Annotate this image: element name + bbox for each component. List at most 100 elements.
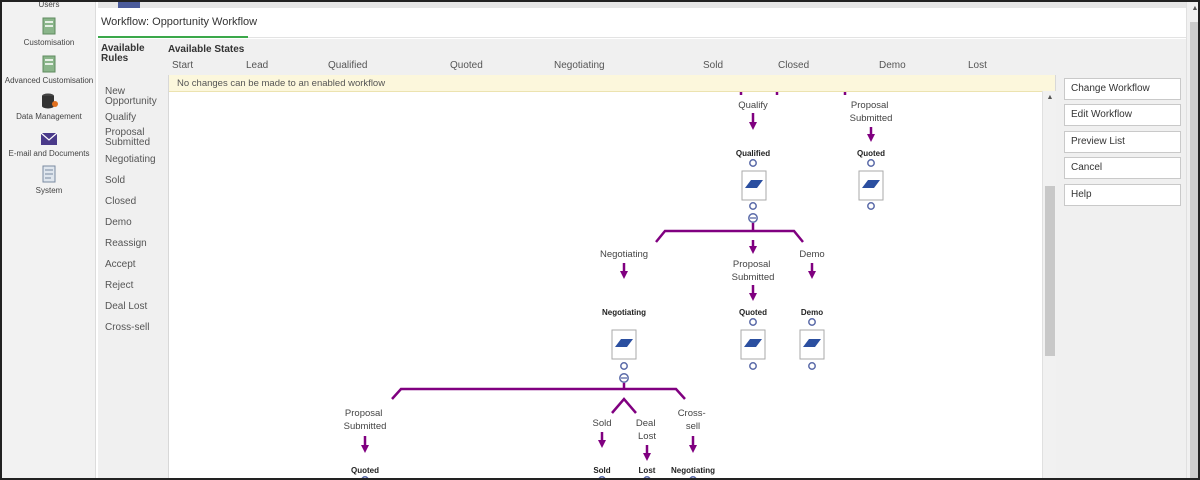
state-node-quoted[interactable]: Quoted [351, 466, 379, 475]
enabled-workflow-notice: No changes can be made to an enabled wor… [169, 75, 1055, 92]
rule-cross-sell[interactable]: Cross-sell [105, 323, 149, 333]
rule-proposal-submitted[interactable]: Proposal Submitted [105, 128, 150, 148]
rule-label: Cross-sell [105, 322, 150, 333]
state-node-demo[interactable]: Demo [801, 308, 823, 317]
page-scrollbar[interactable]: ▲ [1186, 2, 1199, 478]
rule-label: New [105, 86, 126, 97]
sidebar-item-data-management[interactable]: Data Management [2, 93, 96, 121]
advanced-customisation-icon [42, 55, 56, 73]
rule-node-demo[interactable]: Demo [799, 249, 824, 260]
customisation-icon [42, 17, 56, 35]
state-connector [808, 318, 816, 326]
workflow-diagram[interactable]: Qualify Qualified Proposal Submitted Quo… [168, 75, 1056, 478]
rule-accept[interactable]: Accept [105, 260, 136, 270]
scroll-up-arrow-icon[interactable]: ▲ [1046, 94, 1054, 101]
rule-label: Opportunity [105, 96, 157, 107]
rule-label: Submitted [105, 137, 151, 148]
rule-demo[interactable]: Demo [105, 218, 132, 228]
state-node-negotiating[interactable]: Negotiating [602, 308, 646, 317]
page-scroll-up-arrow-icon[interactable]: ▲ [1191, 5, 1199, 12]
branch-connector [655, 229, 804, 243]
state-demo[interactable]: Demo [879, 60, 906, 71]
admin-sidebar: Users Customisation Advanced Customisati… [2, 0, 96, 478]
state-icon [803, 339, 821, 347]
title-tab-underline [98, 36, 248, 38]
state-node-lost[interactable]: Lost [639, 466, 656, 475]
sidebar-item-email-documents[interactable]: E-mail and Documents [2, 132, 96, 158]
state-icon [744, 339, 762, 347]
help-button[interactable]: Help [1064, 184, 1181, 206]
title-divider [248, 37, 1186, 38]
branch-connector [391, 387, 686, 400]
rule-node-proposal-submitted[interactable]: Proposal Submitted [344, 408, 387, 432]
branch-connector [611, 397, 637, 414]
state-connector [867, 202, 875, 210]
rule-node-cross-sell[interactable]: Cross- sell [678, 408, 709, 432]
scroll-thumb[interactable] [1045, 186, 1055, 356]
rule-reassign[interactable]: Reassign [105, 239, 147, 249]
rule-node-qualify[interactable]: Qualify [738, 100, 768, 111]
state-qualified[interactable]: Qualified [328, 60, 368, 71]
rule-node-deal-lost[interactable]: Deal Lost [636, 418, 658, 442]
state-sold[interactable]: Sold [703, 60, 724, 71]
rule-new-opportunity[interactable]: New Opportunity [105, 87, 157, 107]
state-node-quoted[interactable]: Quoted [739, 308, 767, 317]
rules-heading-line: Available [101, 43, 145, 54]
sidebar-item-system[interactable]: System [2, 165, 96, 195]
state-connector [749, 159, 757, 167]
top-strip [98, 2, 1198, 8]
state-negotiating[interactable]: Negotiating [554, 60, 605, 71]
rule-label: Closed [105, 196, 137, 207]
state-connector [361, 476, 369, 478]
change-workflow-button[interactable]: Change Workflow [1064, 78, 1181, 100]
sidebar-item-customisation[interactable]: Customisation [2, 17, 96, 47]
page-scroll-thumb[interactable] [1190, 22, 1198, 478]
preview-list-button[interactable]: Preview List [1064, 131, 1181, 153]
rule-label: Reject [105, 280, 134, 291]
state-node-quoted-box[interactable] [858, 170, 884, 201]
rule-node-negotiating[interactable]: Negotiating [600, 249, 648, 260]
rule-label: Sold [105, 175, 126, 186]
rule-label: Negotiating [105, 154, 156, 165]
state-connector [867, 159, 875, 167]
sidebar-item-label: Users [38, 0, 60, 9]
state-node-quoted-box[interactable] [740, 329, 766, 360]
state-lost[interactable]: Lost [968, 60, 987, 71]
state-node-quoted[interactable]: Quoted [857, 149, 885, 158]
state-connector [689, 476, 697, 478]
rule-deal-lost[interactable]: Deal Lost [105, 302, 147, 312]
rule-label: Proposal [105, 127, 145, 138]
rule-node-proposal-submitted[interactable]: Proposal Submitted [850, 100, 893, 124]
rule-node-proposal-submitted[interactable]: Proposal Submitted [732, 259, 775, 283]
rule-reject[interactable]: Reject [105, 281, 133, 291]
rule-negotiating[interactable]: Negotiating [105, 155, 156, 165]
title-bar: Workflow: Opportunity Workflow [98, 8, 1186, 38]
cancel-button[interactable]: Cancel [1064, 157, 1181, 179]
state-icon [615, 339, 633, 347]
rule-sold[interactable]: Sold [105, 176, 125, 186]
rule-label: Demo [105, 217, 132, 228]
state-start[interactable]: Start [172, 60, 194, 71]
edit-workflow-button[interactable]: Edit Workflow [1064, 104, 1181, 126]
rule-label: Qualify [105, 112, 137, 123]
rules-heading-line: Rules [101, 53, 129, 64]
state-quoted[interactable]: Quoted [450, 60, 483, 71]
state-node-negotiating[interactable]: Negotiating [671, 466, 715, 475]
rule-node-sold[interactable]: Sold [592, 418, 611, 429]
state-node-qualified[interactable]: Qualified [736, 149, 770, 158]
diagram-scrollbar[interactable]: ▲ [1042, 91, 1056, 478]
sidebar-item-label: E-mail and Documents [8, 149, 90, 158]
sidebar-item-label: Advanced Customisation [4, 76, 94, 85]
sidebar-item-advanced-customisation[interactable]: Advanced Customisation [2, 55, 96, 85]
rule-label: Accept [105, 259, 136, 270]
state-closed[interactable]: Closed [778, 60, 810, 71]
sidebar-item-users[interactable]: Users [2, 0, 96, 9]
state-lead[interactable]: Lead [246, 60, 269, 71]
rule-closed[interactable]: Closed [105, 197, 136, 207]
state-node-sold[interactable]: Sold [593, 466, 610, 475]
rule-label: Deal Lost [105, 301, 148, 312]
sidebar-item-label: Customisation [23, 38, 75, 47]
state-icon [862, 180, 880, 188]
rule-qualify[interactable]: Qualify [105, 113, 136, 123]
